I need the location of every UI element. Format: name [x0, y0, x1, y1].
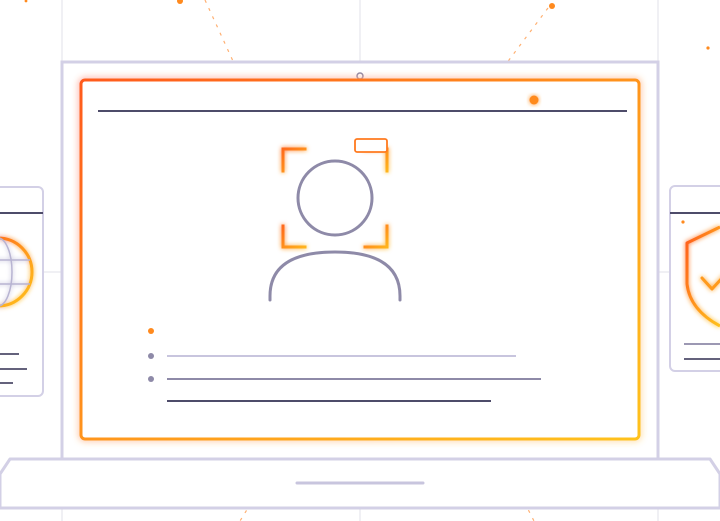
globe-icon [0, 236, 34, 308]
left-side-card [0, 186, 44, 397]
list-bullet [148, 328, 154, 334]
list-bullet [148, 353, 154, 359]
floating-dots [24, 0, 710, 50]
screen-glow-panel [79, 78, 641, 441]
scan-indicator [354, 138, 388, 153]
laptop-camera [356, 72, 364, 80]
status-dot [529, 95, 539, 105]
user-icon [268, 159, 402, 302]
list-bullet [148, 376, 154, 382]
right-side-card [669, 185, 720, 372]
shield-check-icon [685, 225, 720, 328]
info-list [148, 328, 541, 402]
